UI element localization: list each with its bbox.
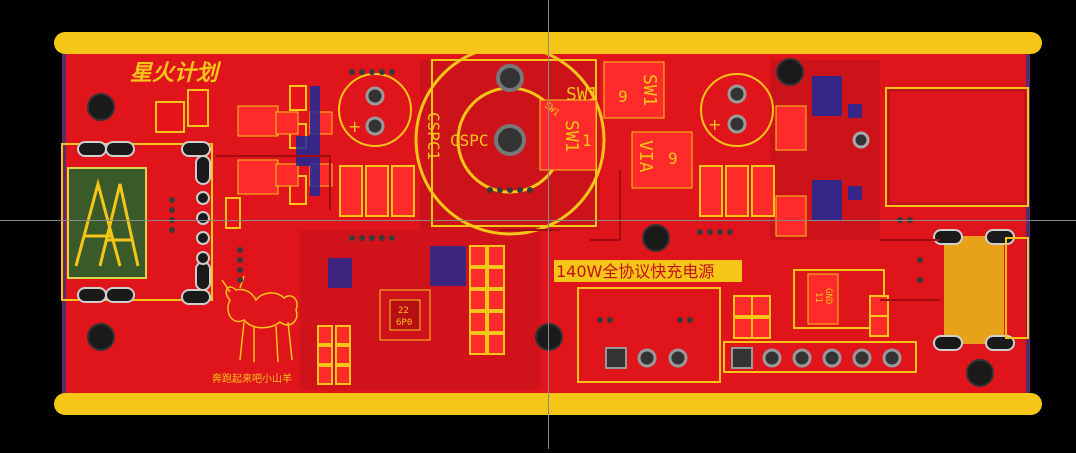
mounting-holes (87, 58, 994, 387)
cspc1-label: CSPC1 (424, 112, 443, 160)
electrolytic-capacitor: + (338, 73, 412, 147)
sw1-vertical-label: SW1 (639, 74, 660, 107)
mounting-hole (87, 323, 115, 351)
via-field (169, 69, 923, 323)
pad-column (469, 245, 505, 355)
svg-text:+: + (348, 117, 361, 136)
ic-package (807, 273, 839, 325)
chip-sub: 6P0 (396, 318, 412, 328)
copper-traces (216, 155, 940, 301)
component-outline (890, 92, 1024, 202)
mounting-hole (87, 93, 115, 121)
usb-a-icon (61, 141, 213, 305)
mounting-hole (642, 224, 670, 252)
sw1-center-label: SW1 (561, 120, 582, 153)
logo-text: 星火计划 (130, 61, 222, 86)
pad-row (339, 165, 415, 217)
bottom-layer-traces (328, 246, 466, 288)
gnd-label: GND (823, 288, 833, 304)
transformer-footprint: CSPC CSPC1 (414, 44, 606, 236)
electrolytic-capacitor: + (700, 73, 774, 147)
via-label: VIA (635, 140, 656, 173)
pad-row (699, 165, 775, 217)
mounting-hole (966, 359, 994, 387)
pin-header (577, 287, 721, 383)
mosfet-pads (775, 105, 807, 237)
usb-c-connector (933, 229, 1029, 351)
title-label-bg (554, 260, 742, 282)
svg-text:+: + (708, 115, 721, 134)
chip-label: 22 (398, 306, 409, 316)
pad-row (733, 295, 889, 339)
mounting-hole (852, 131, 870, 149)
mounting-hole (776, 58, 804, 86)
mounting-hole (535, 323, 563, 351)
bottom-layer-traces (812, 76, 862, 220)
pin-header (723, 341, 917, 373)
sw1-top-label: SW1 (566, 84, 599, 105)
via-pin: 9 (668, 149, 678, 168)
sw1-top-pin: 9 (618, 87, 628, 106)
crosshair-vertical (548, 0, 549, 449)
title-label: 140W全协议快充电源 (556, 262, 714, 281)
switch-area: SW1 9 SW1 SW1 1 SW1 VIA 9 (539, 61, 693, 189)
goat-caption: 奔跑起来吧小山羊 (212, 372, 292, 385)
sw1-center-pin: 1 (582, 131, 592, 150)
cspc-label: CSPC (450, 131, 489, 150)
controller-ic: 22 6P0 (379, 289, 431, 341)
pad-column (317, 325, 351, 385)
gnd-pin: 11 (813, 292, 823, 303)
crosshair-horizontal (0, 220, 1076, 221)
bottom-layer-traces (296, 86, 320, 196)
